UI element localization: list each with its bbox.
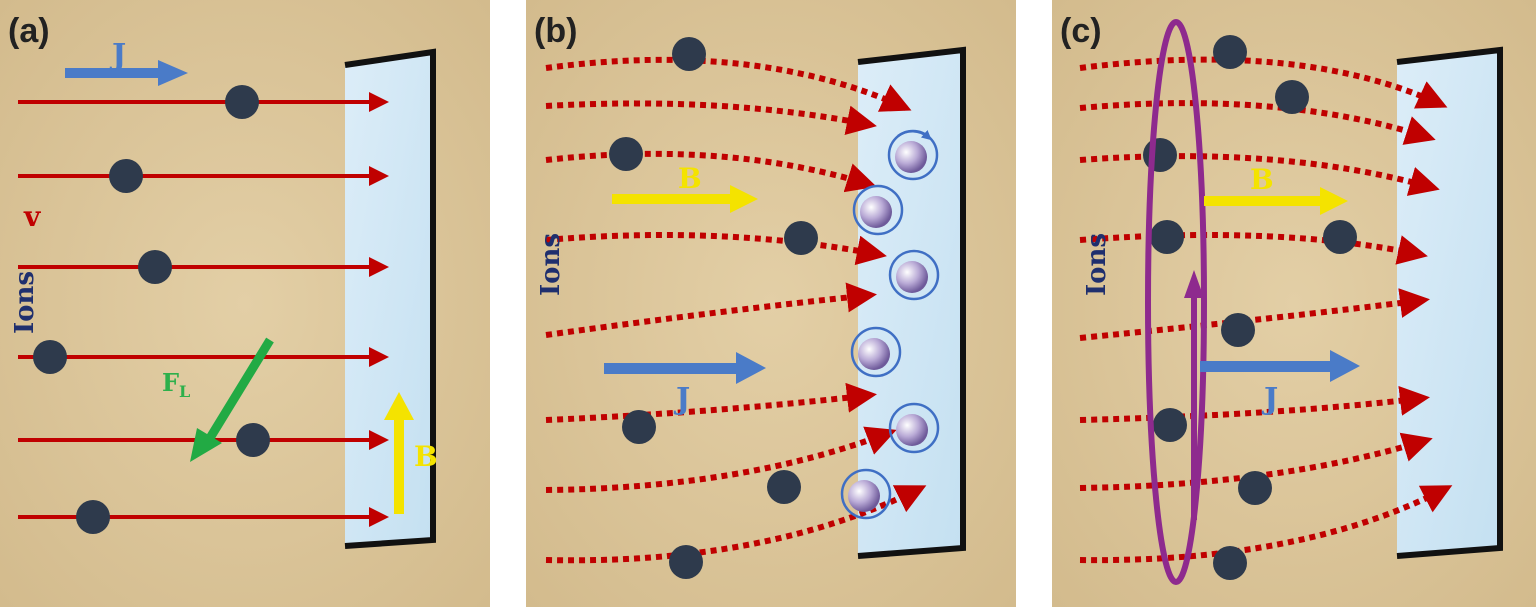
wall-edge xyxy=(857,46,966,559)
ion xyxy=(669,545,703,579)
ion xyxy=(236,423,270,457)
panel-a-diagram xyxy=(0,0,490,607)
ion-trajectory xyxy=(1079,153,1440,196)
ion xyxy=(1213,546,1247,580)
field-arrow xyxy=(1204,187,1348,215)
ion-trajectory xyxy=(545,232,887,266)
lorentz-force-arrow xyxy=(190,337,274,462)
field-label: B xyxy=(414,440,438,473)
ion xyxy=(1275,80,1309,114)
panel-c-diagram xyxy=(1052,0,1536,607)
ions-label: Ions xyxy=(10,270,40,334)
lorentz-force-subscript: L xyxy=(179,381,191,401)
ion xyxy=(1323,220,1357,254)
current-label: J xyxy=(1264,382,1279,417)
ion xyxy=(622,410,656,444)
ion-trajectory xyxy=(1079,432,1433,491)
ion-trajectory xyxy=(545,56,912,112)
wall-edge xyxy=(344,48,436,549)
ion xyxy=(76,500,110,534)
ion xyxy=(1150,220,1184,254)
ion-trajectory xyxy=(1079,56,1448,109)
gyrating-particle xyxy=(888,402,940,454)
induced-current-loop xyxy=(1145,19,1207,585)
ion-trajectory xyxy=(1079,288,1430,341)
ions-label: Ions xyxy=(1082,232,1112,296)
panel-b: (b) B Ions J xyxy=(526,0,1016,607)
ions-label: Ions xyxy=(536,232,566,296)
wall xyxy=(858,50,963,556)
field-arrow xyxy=(384,392,414,514)
ion xyxy=(609,137,643,171)
field-label: B xyxy=(1250,163,1274,196)
velocity-label: v xyxy=(24,200,41,233)
ion-trajectory xyxy=(545,100,877,136)
panel-b-diagram xyxy=(526,0,1016,607)
panel-label: (c) xyxy=(1060,12,1102,50)
panel-c: (c) B Ions J xyxy=(1052,0,1536,607)
lorentz-force-symbol: F xyxy=(162,368,180,397)
gyrating-particle xyxy=(888,249,940,301)
gyrating-particle xyxy=(840,468,892,520)
ion xyxy=(1238,471,1272,505)
ion xyxy=(138,250,172,284)
current-arrow xyxy=(604,352,766,384)
gyrating-particle xyxy=(850,326,902,378)
field-label: B xyxy=(678,162,702,195)
ion xyxy=(33,340,67,374)
ion-trajectory xyxy=(545,382,877,423)
gyrating-particles xyxy=(840,129,940,520)
gyrating-particle xyxy=(852,184,904,236)
gyrating-particle xyxy=(887,129,939,181)
panel-label: (a) xyxy=(8,12,50,50)
ion xyxy=(1153,408,1187,442)
ion-trajectory xyxy=(545,282,877,338)
ion-trajectory xyxy=(1079,485,1453,564)
ion xyxy=(225,85,259,119)
panel-a: (a) J v Ions FL B xyxy=(0,0,490,607)
ion-trajectory xyxy=(1079,385,1430,423)
current-arrow xyxy=(65,60,188,86)
current-label: J xyxy=(676,382,691,417)
panel-label: (b) xyxy=(534,12,578,50)
wall-edge xyxy=(1396,46,1503,559)
ion xyxy=(1143,138,1177,172)
lorentz-force-label: FL xyxy=(162,368,190,401)
ion-trajectory xyxy=(1079,100,1436,145)
ion xyxy=(109,159,143,193)
current-label: J xyxy=(112,38,127,73)
field-arrow xyxy=(612,185,758,213)
ion xyxy=(784,221,818,255)
ion xyxy=(1213,35,1247,69)
ion xyxy=(1221,313,1255,347)
ion-trajectory xyxy=(545,426,897,493)
ion-trajectory xyxy=(545,485,927,564)
current-arrow xyxy=(1200,350,1360,382)
ion xyxy=(767,470,801,504)
ion xyxy=(672,37,706,71)
ion-trajectory xyxy=(545,150,877,193)
